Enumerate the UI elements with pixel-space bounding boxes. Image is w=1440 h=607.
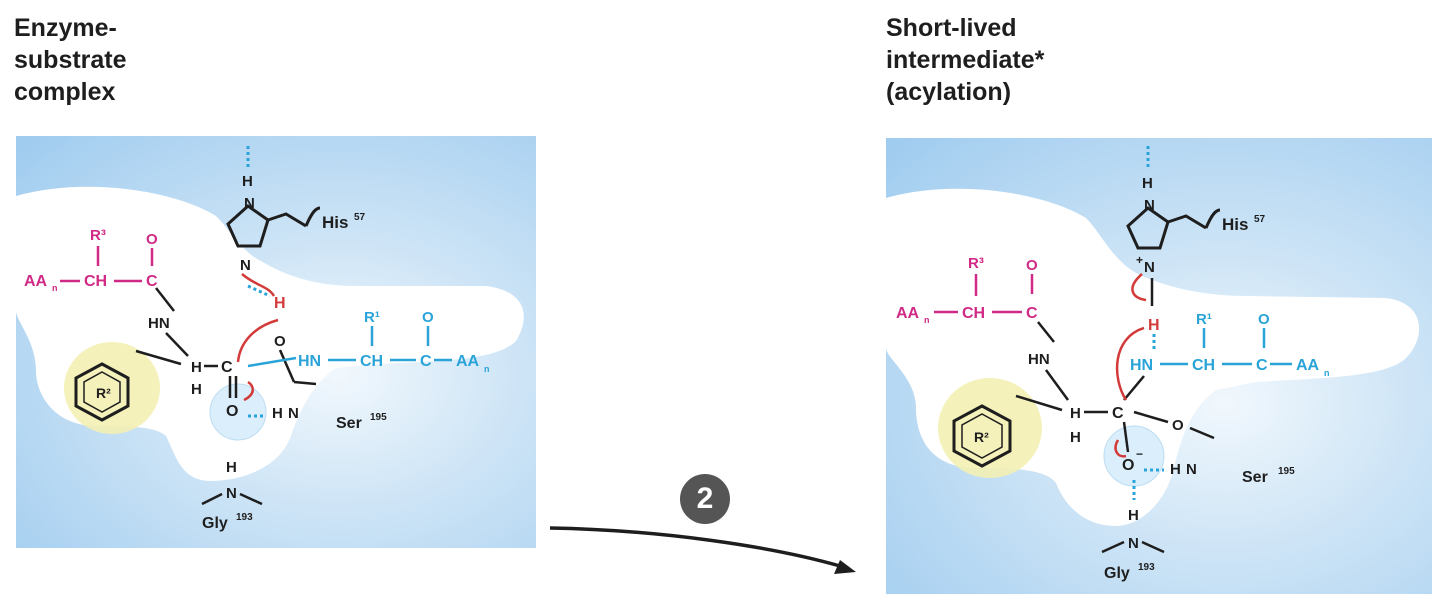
mechanism-diagram-left: H N N His 57 R³ O AA n CH C HN H C H R²: [16, 146, 524, 532]
title-line: complex: [14, 78, 116, 106]
ser-h-label: H: [274, 295, 286, 312]
ser-n-label: N: [288, 405, 299, 422]
his-number: 57: [354, 212, 366, 223]
hn-right-label: HN: [298, 353, 321, 370]
his-n1-label: N: [244, 195, 255, 212]
carbonyl-o-label: O: [146, 231, 158, 248]
r2-pocket-highlight: [64, 342, 160, 434]
gly-number: 193: [236, 512, 253, 523]
panel-title-enzyme-substrate-complex: Enzyme- substrate complex: [14, 12, 127, 108]
aa-n-sub: n: [924, 315, 930, 325]
o-right-label: O: [1258, 311, 1270, 328]
aa-n-label: AA: [896, 305, 920, 322]
h-below-label: H: [191, 381, 202, 398]
c-label: C: [1026, 305, 1038, 322]
his-h-label: H: [242, 173, 253, 190]
carbonyl-o-oxyanion: O: [226, 403, 238, 420]
electron-arrow-his: [1131, 273, 1147, 302]
gly-h-label: H: [1128, 507, 1139, 524]
his-label: His: [1222, 215, 1248, 234]
gly-label: Gly: [202, 515, 228, 532]
oxyanion-hole: [1103, 425, 1165, 487]
aa-n-sub: n: [52, 283, 58, 293]
his-number: 57: [1254, 214, 1266, 225]
r3-label: R³: [968, 255, 984, 272]
c-alpha-label: C: [1112, 405, 1124, 422]
ser-o-label: O: [1172, 417, 1184, 434]
ser-number: 195: [370, 412, 387, 423]
transferred-h-label: H: [1148, 317, 1160, 334]
title-line: (acylation): [886, 78, 1012, 106]
ser-h-n-label: H: [272, 405, 283, 422]
active-site-panel-right: H N N + His 57 H R³ O AA n CH C HN H C H: [886, 138, 1432, 594]
gly-n-label: N: [1128, 535, 1139, 552]
gly-h-label: H: [226, 459, 237, 476]
oxyanion-o-label: O: [1122, 457, 1134, 474]
step-number-badge: 2: [680, 474, 730, 524]
h-below-label: H: [1070, 429, 1081, 446]
r1-label: R¹: [364, 309, 380, 326]
his-n1-label: N: [1144, 197, 1155, 214]
ser-label: Ser: [336, 415, 362, 432]
c-alpha-label: C: [221, 359, 233, 376]
o-right-label: O: [422, 309, 434, 326]
his-n2-label: N: [240, 257, 251, 274]
benzene-ring: [952, 404, 1012, 468]
electron-arrow-oxyanion: [1114, 439, 1127, 458]
electron-arrow-ser: [236, 318, 279, 363]
ser-number: 195: [1278, 466, 1295, 477]
ch-right-label: CH: [1192, 357, 1215, 374]
r2-label: R²: [974, 429, 989, 445]
gly-number: 193: [1138, 562, 1155, 573]
ch-right-label: CH: [360, 353, 383, 370]
reaction-step: 2: [540, 470, 880, 580]
his57-ring: [1126, 206, 1221, 250]
r2-label: R²: [96, 385, 111, 401]
reaction-arrow: [549, 526, 856, 574]
his-plus-charge: +: [1136, 253, 1143, 267]
c-right-label: C: [420, 353, 432, 370]
gly-label: Gly: [1104, 565, 1130, 582]
electron-arrow-ser: [1115, 326, 1145, 401]
oxyanion-hole: [209, 383, 267, 441]
ch-label: CH: [962, 305, 985, 322]
hn-label: HN: [148, 315, 170, 332]
aa-right-sub: n: [484, 364, 490, 374]
ch-label: CH: [84, 273, 107, 290]
electron-arrow-his: [241, 273, 276, 297]
title-line: Enzyme-: [14, 14, 117, 42]
ch-h-label: H: [1070, 405, 1081, 422]
title-line: intermediate*: [886, 46, 1045, 74]
title-line: substrate: [14, 46, 127, 74]
ser-label: Ser: [1242, 469, 1268, 486]
r1-label: R¹: [1196, 311, 1212, 328]
c-right-label: C: [1256, 357, 1268, 374]
oxyanion-charge: −: [1136, 447, 1143, 461]
carbonyl-o-label: O: [1026, 257, 1038, 274]
gly-n-label: N: [226, 485, 237, 502]
hn-right-label: HN: [1130, 357, 1153, 374]
active-site-panel-left: H N N His 57 R³ O AA n CH C HN H C H R²: [16, 136, 536, 548]
title-line: Short-lived: [886, 14, 1017, 42]
hn-label: HN: [1028, 351, 1050, 368]
electron-arrow-carbonyl: [243, 380, 254, 402]
r2-pocket-highlight: [938, 378, 1042, 478]
aa-right-label: AA: [456, 353, 480, 370]
ser-n-label: N: [1186, 461, 1197, 478]
his-n2-label: N: [1144, 259, 1155, 276]
aa-right-label: AA: [1296, 357, 1320, 374]
aa-n-label: AA: [24, 273, 48, 290]
ser-o-label: O: [274, 333, 286, 350]
his-label: His: [322, 213, 348, 232]
ser-h-n-label: H: [1170, 461, 1181, 478]
c-label: C: [146, 273, 158, 290]
his-h-label: H: [1142, 175, 1153, 192]
mechanism-diagram-right: H N N + His 57 H R³ O AA n CH C HN H C H: [886, 146, 1420, 582]
benzene-ring: [74, 362, 130, 422]
his57-ring: [226, 204, 321, 248]
r3-label: R³: [90, 227, 106, 244]
panel-title-short-lived-intermediate: Short-lived intermediate* (acylation): [886, 12, 1044, 108]
ch-h-label: H: [191, 359, 202, 376]
aa-right-sub: n: [1324, 368, 1330, 378]
